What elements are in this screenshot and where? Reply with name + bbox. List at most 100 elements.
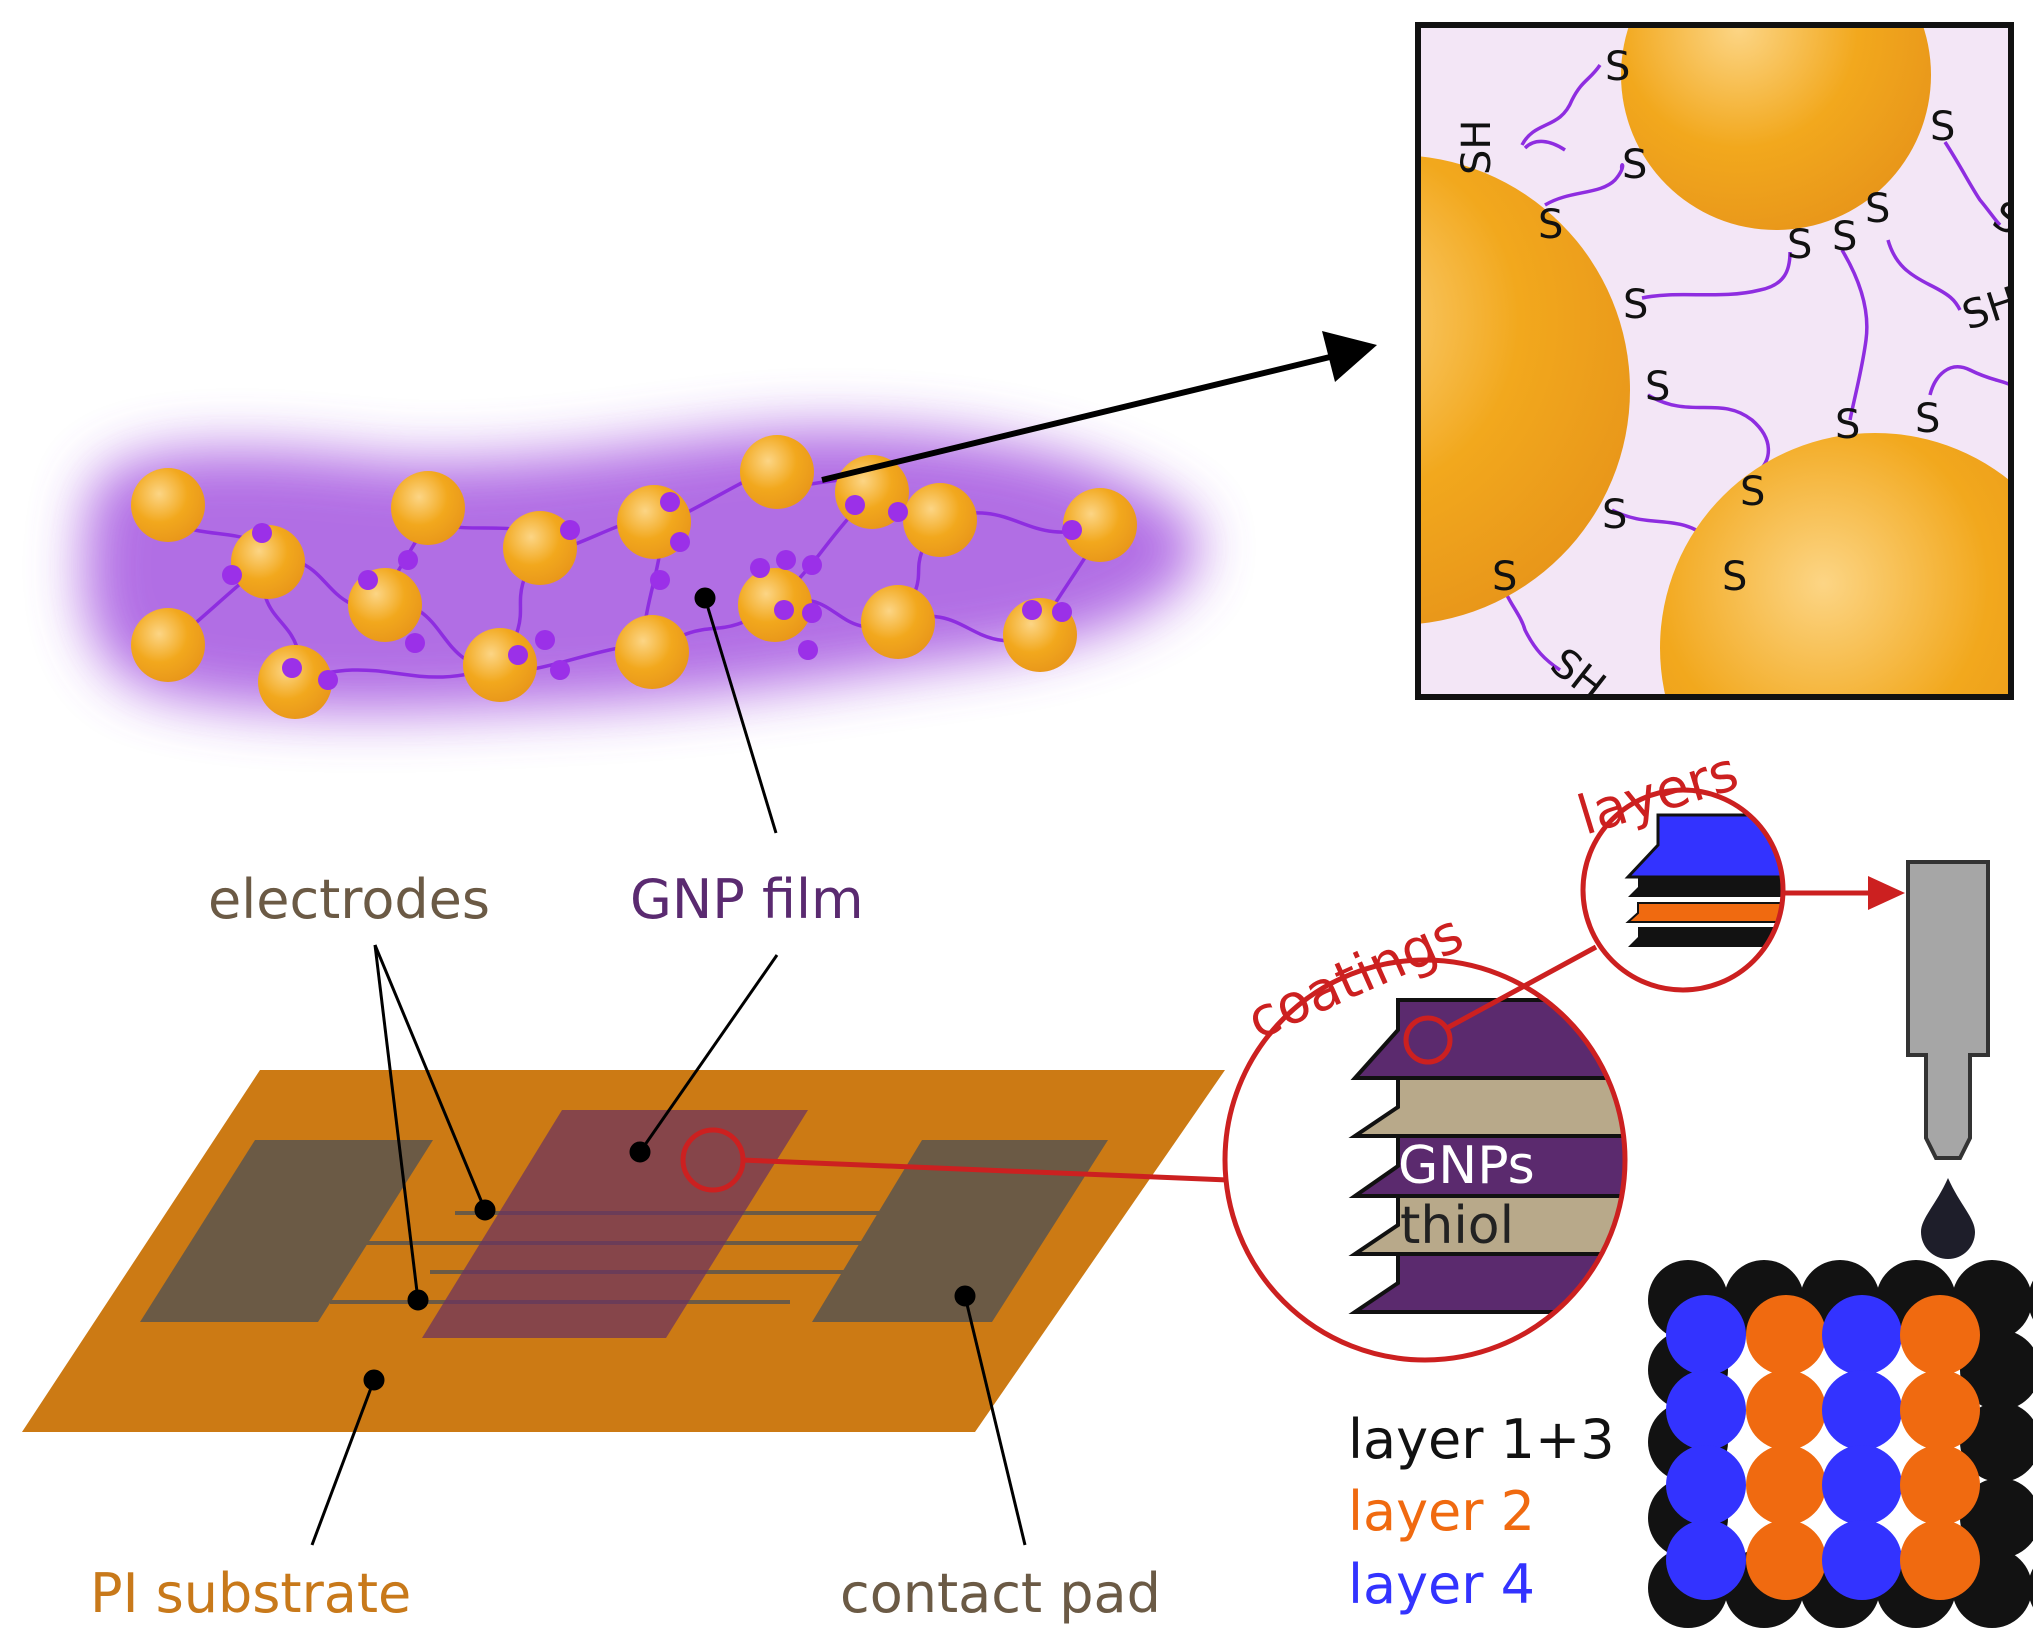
thiol-chains	[1498, 64, 2011, 672]
zoom-arrow	[821, 331, 1377, 483]
layer-1-3-dot	[1960, 1402, 2033, 1482]
print-arrow-head	[1868, 876, 1905, 910]
linker-dot	[318, 670, 338, 690]
layer-4-dot	[1666, 1520, 1746, 1600]
sulfur-label: S	[1492, 554, 1517, 600]
linker-dot	[398, 550, 418, 570]
label-electrodes: electrodes	[208, 868, 490, 931]
linker-dot	[776, 550, 796, 570]
label-layer-4: layer 4	[1348, 1553, 1535, 1616]
linker-dot	[535, 630, 555, 650]
gold-nanoparticle	[258, 645, 332, 719]
sulfur-label: S	[1740, 469, 1765, 515]
gold-nanoparticle	[503, 511, 577, 585]
linker-dot	[802, 603, 822, 623]
layer-callout-circle	[1403, 1015, 1453, 1065]
leader-lines	[310, 587, 1027, 1546]
linker-dot	[660, 492, 680, 512]
layer-4-dot	[1822, 1445, 1902, 1525]
linker-dot	[358, 570, 378, 590]
linker-dot	[1052, 602, 1072, 622]
thiol-chain	[1840, 249, 1869, 421]
linker-dot	[845, 495, 865, 515]
sulfur-label: S	[1602, 492, 1627, 538]
sulfur-label: S	[1645, 364, 1670, 410]
sulfur-label: S	[1722, 554, 1747, 600]
layer-2-dot	[1746, 1370, 1826, 1450]
gold-nanoparticle	[231, 525, 305, 599]
sulfur-label: S	[1605, 44, 1630, 90]
gold-nanoparticle	[131, 608, 205, 682]
sulfur-label: S	[1623, 282, 1648, 328]
gold-nanoparticle	[740, 435, 814, 509]
layer-1-3-dot	[1960, 1330, 2033, 1410]
label-layer-1-3: layer 1+3	[1348, 1408, 1615, 1471]
thiol-chain	[1544, 163, 1625, 207]
label-gnps: GNPs	[1398, 1136, 1535, 1196]
layer-4-dot	[1822, 1295, 1902, 1375]
gold-nanoparticle	[861, 585, 935, 659]
sulfur-label: S	[1538, 202, 1563, 248]
sulfur-label: S	[1622, 142, 1647, 188]
linker-dot	[802, 555, 822, 575]
layer-4-dot	[1822, 1520, 1902, 1600]
zoom-particle-top	[1621, 25, 1931, 230]
sulfur-label: S	[1915, 396, 1940, 442]
contact-pad-right	[812, 1140, 1108, 1322]
thiol-chain	[1886, 239, 1962, 311]
sulfur-label: S	[1787, 222, 1812, 268]
film-callout-line	[741, 1157, 1229, 1183]
layer-2-dot	[1900, 1295, 1980, 1375]
ink-droplet	[1921, 1178, 1975, 1259]
sulfur-label: S	[1930, 104, 1955, 150]
sulfur-label: S	[1832, 214, 1857, 260]
gold-nanoparticle	[131, 468, 205, 542]
label-contact-pad: contact pad	[840, 1562, 1161, 1625]
linker-dot	[1022, 600, 1042, 620]
layer-4-dot	[1822, 1370, 1902, 1450]
gold-nanoparticle	[615, 615, 689, 689]
label-thiol: thiol	[1400, 1196, 1514, 1256]
gnp-film-cluster	[83, 429, 1199, 719]
linker-dot	[1062, 520, 1082, 540]
sulfur-label: S	[1835, 402, 1860, 448]
gold-nanoparticle	[903, 483, 977, 557]
linker-dot	[670, 532, 690, 552]
sensor-device	[22, 1070, 1229, 1432]
gold-nanoparticle	[391, 471, 465, 545]
zoom-particle-left	[1418, 156, 1630, 624]
thiol-chain	[1523, 139, 1566, 152]
linker-dot	[222, 565, 242, 585]
linker-dot	[650, 570, 670, 590]
layer-callout-line	[1445, 944, 1598, 1031]
zoom-particle-bottom-right	[1660, 433, 2011, 697]
label-gnp-film: GNP film	[630, 868, 864, 931]
thiol-chain	[1641, 251, 1792, 300]
thiol-chain	[1943, 141, 2002, 227]
layer-4-dot	[1666, 1445, 1746, 1525]
layer-2-dot	[1746, 1520, 1826, 1600]
linker-dot	[282, 658, 302, 678]
linker-dot	[508, 645, 528, 665]
layers-callout: layers	[1570, 739, 1905, 993]
thiol-chain	[1647, 393, 1771, 472]
layer-1-3-dot	[2028, 1280, 2033, 1320]
label-layer-2: layer 2	[1348, 1480, 1535, 1543]
linker-dot	[560, 520, 580, 540]
thiol-chain	[1520, 64, 1602, 146]
layer-1-3-dot	[2028, 1568, 2033, 1608]
layer-4-dot	[1666, 1295, 1746, 1375]
linker-dot	[888, 502, 908, 522]
printed-layer-grid	[1648, 1260, 2033, 1628]
contact-pad-left	[140, 1140, 433, 1322]
layer-2-dot	[1746, 1295, 1826, 1375]
sulfur-label: S	[1865, 186, 1890, 232]
coatings-callout: GNPs thiol coatings	[1222, 901, 1628, 1363]
thiol-end-label: SH	[1454, 120, 1500, 175]
print-nozzle	[1906, 860, 1990, 1259]
linker-dots	[222, 492, 1082, 690]
layer-4-dot	[1666, 1370, 1746, 1450]
layer-1-3-dot	[1960, 1478, 2033, 1558]
